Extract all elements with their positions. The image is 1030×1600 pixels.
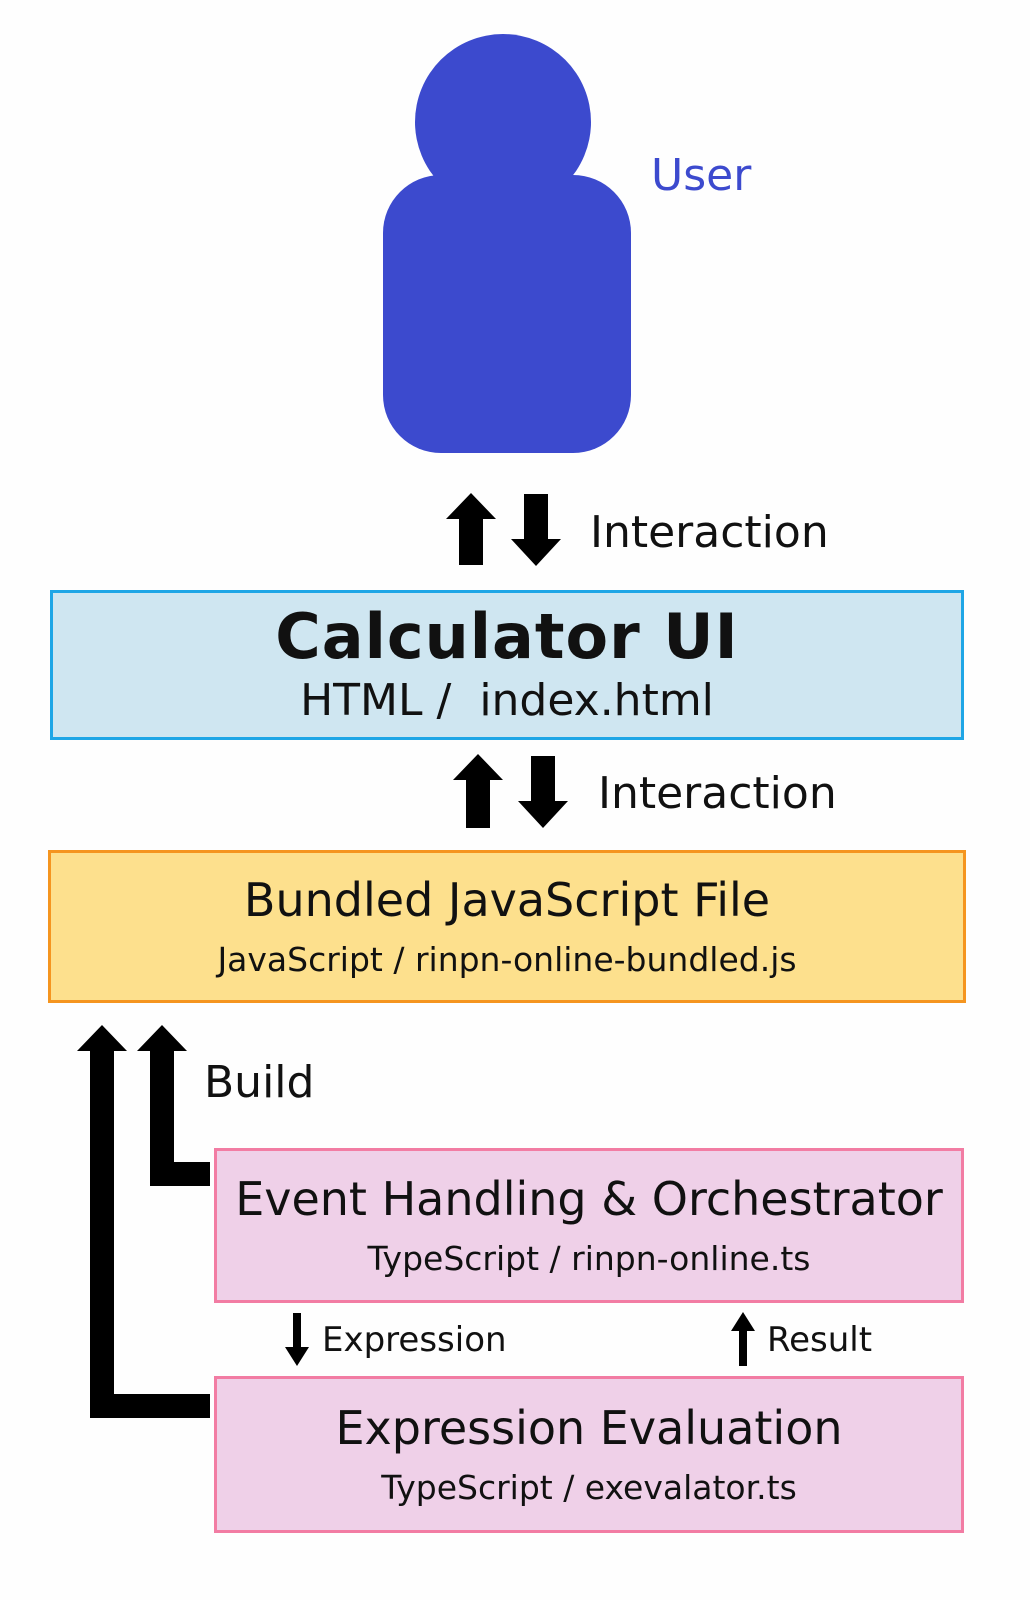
bundled-js-box: Bundled JavaScript File JavaScript / rin… [48, 850, 966, 1003]
arrow-up-icon [731, 1312, 755, 1366]
expression-evaluation-title: Expression Evaluation [335, 1400, 843, 1455]
bundled-js-subtitle: JavaScript / rinpn-online-bundled.js [217, 939, 797, 979]
event-handling-title: Event Handling & Orchestrator [235, 1171, 943, 1226]
build-arrows [77, 1025, 210, 1418]
interaction-label-ui-bundle: Interaction [598, 768, 837, 819]
event-handling-box: Event Handling & Orchestrator TypeScript… [214, 1148, 964, 1303]
user-body [383, 175, 631, 453]
expression-evaluation-subtitle: TypeScript / exevalator.ts [381, 1467, 797, 1507]
build-arrow-inner [137, 1025, 210, 1186]
interaction-arrows-user-ui [446, 493, 561, 566]
expression-evaluation-box: Expression Evaluation TypeScript / exeva… [214, 1376, 964, 1533]
event-handling-subtitle: TypeScript / rinpn-online.ts [367, 1238, 811, 1278]
user-head [415, 34, 591, 210]
arrow-down-icon [285, 1313, 309, 1366]
user-label: User [651, 150, 752, 201]
arrow-down-icon [518, 756, 568, 828]
arrow-down-icon [511, 494, 561, 566]
expression-result-arrows [285, 1312, 755, 1366]
result-label: Result [767, 1320, 873, 1360]
bundled-js-title: Bundled JavaScript File [243, 872, 771, 927]
user-icon [383, 34, 631, 453]
expression-label: Expression [322, 1320, 507, 1360]
build-arrow-outer [77, 1025, 210, 1418]
calculator-ui-title: Calculator UI [275, 600, 739, 673]
arrow-up-icon [446, 493, 496, 565]
build-label: Build [204, 1057, 315, 1108]
interaction-arrows-ui-bundle [453, 754, 568, 828]
arrow-up-icon [453, 754, 503, 828]
interaction-label-user-ui: Interaction [590, 507, 829, 558]
calculator-ui-box: Calculator UI HTML / index.html [50, 590, 964, 740]
calculator-ui-subtitle: HTML / index.html [300, 675, 714, 726]
